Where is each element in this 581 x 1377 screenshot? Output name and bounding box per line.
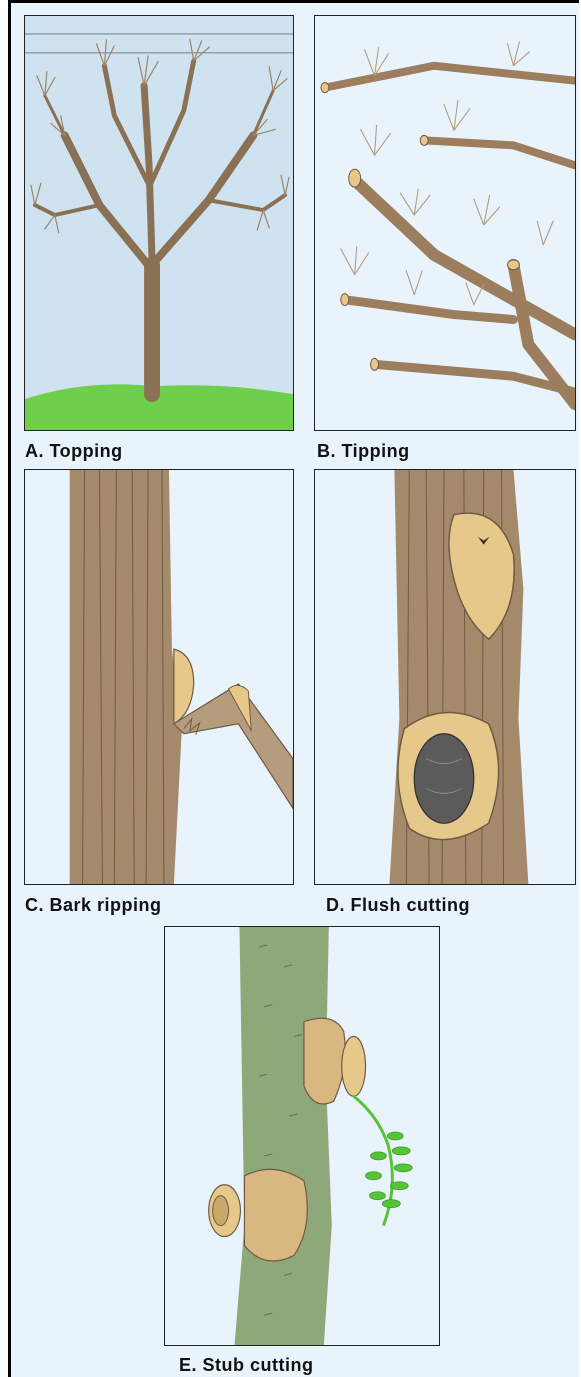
diagram-frame: A. Topping xyxy=(8,0,579,1377)
caption-bark-ripping: C. Bark ripping xyxy=(25,894,162,916)
panel-topping xyxy=(24,15,294,431)
caption-stub-cutting: E. Stub cutting xyxy=(179,1354,313,1376)
bark-ripping-illustration xyxy=(25,470,293,884)
panel-flush-cutting xyxy=(314,469,576,885)
panel-bark-ripping xyxy=(24,469,294,885)
caption-tipping: B. Tipping xyxy=(317,440,410,462)
topping-illustration xyxy=(25,16,293,430)
flush-cutting-illustration xyxy=(315,470,575,884)
caption-topping: A. Topping xyxy=(25,440,123,462)
panel-stub-cutting xyxy=(164,926,440,1346)
panel-tipping xyxy=(314,15,576,431)
tipping-illustration xyxy=(315,16,575,430)
caption-flush-cutting: D. Flush cutting xyxy=(326,894,470,916)
stub-cutting-illustration xyxy=(165,927,439,1345)
